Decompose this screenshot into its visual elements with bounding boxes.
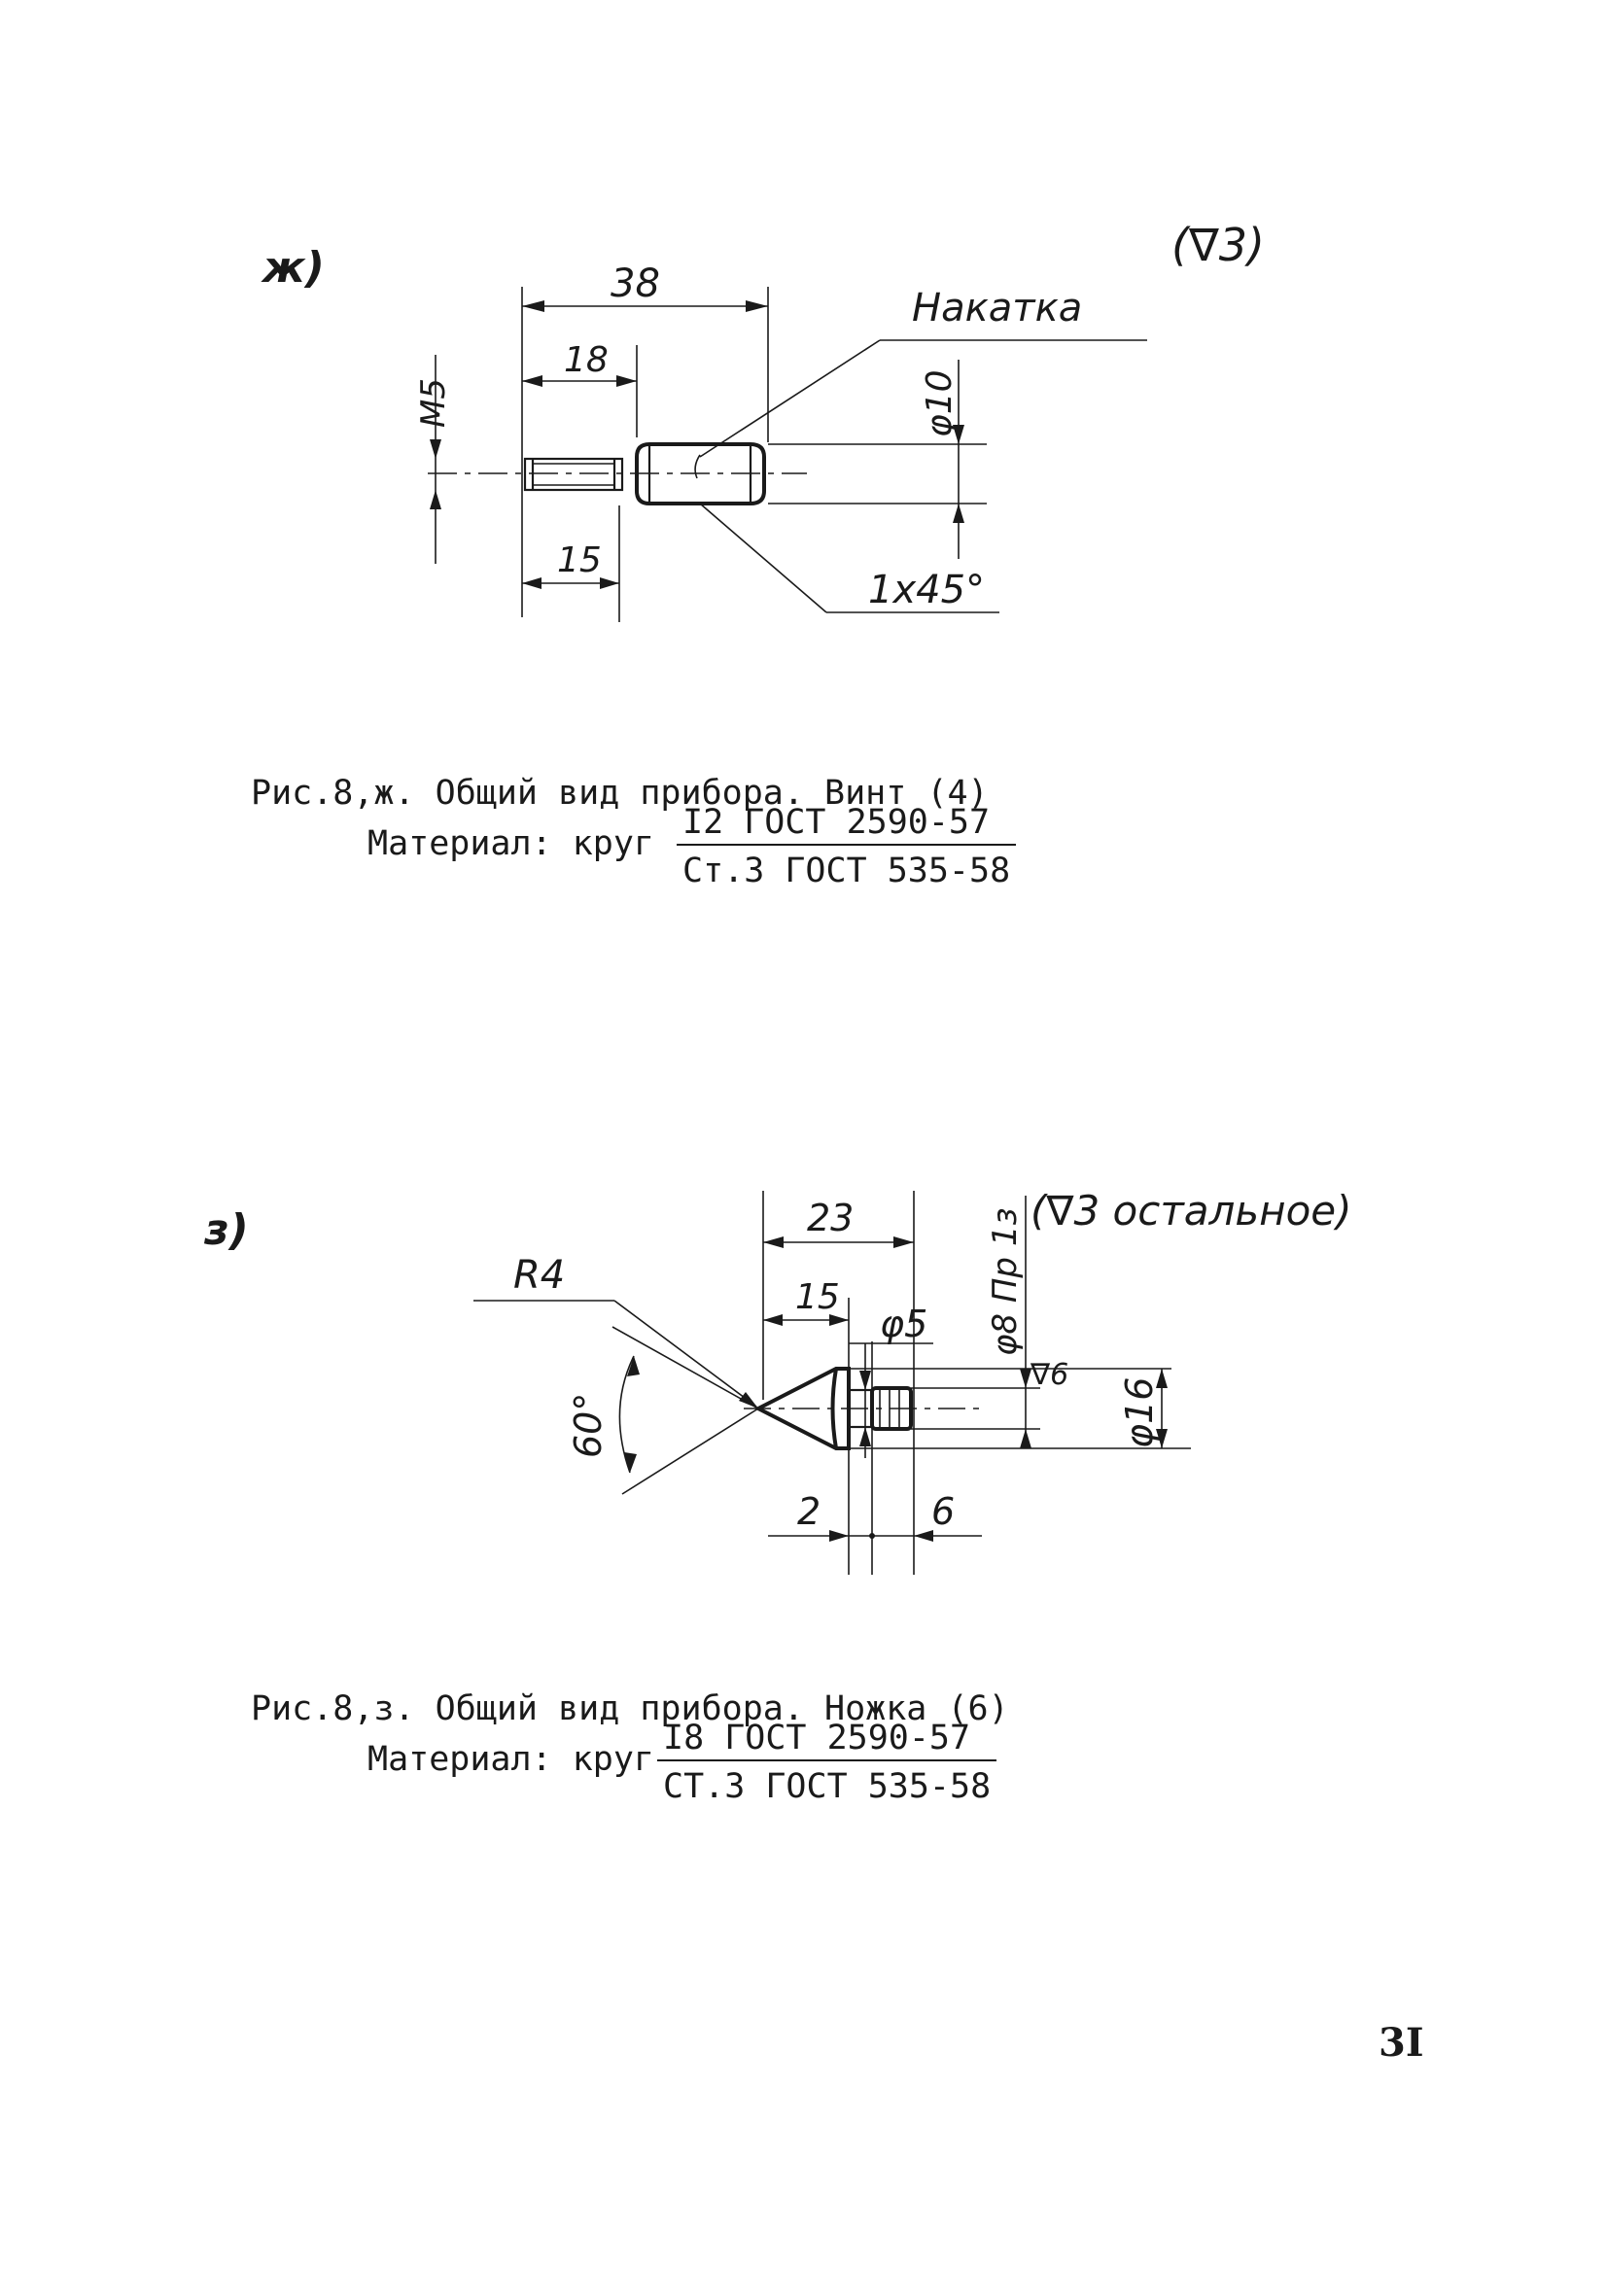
page-number: 3I [1379,2020,1424,2066]
dim-z-length-total: 23 [807,1197,854,1239]
drawing-vint: ж) (∇3) 38 18 15 [261,219,1265,622]
dim-chamfer: 1x45° [868,568,985,612]
dim-z-radius: R4 [513,1253,565,1298]
surface-mark-zh: (∇3) [1171,219,1265,271]
dim-z-length-cone: 15 [795,1277,840,1317]
dim-length-thread-bottom: 15 [557,540,602,580]
material-fraction-zh: I2 ГОСТ 2590-57 Ст.3 ГОСТ 535-58 [677,803,1017,890]
figure-letter-z: з) [203,1205,249,1255]
material-fraction-z: I8 ГОСТ 2590-57 СТ.3 ГОСТ 535-58 [657,1719,997,1806]
dim-length-total: 38 [611,261,660,306]
dim-z-length-6: 6 [931,1490,955,1533]
material-numerator-z: I8 ГОСТ 2590-57 [657,1719,997,1761]
caption-zh: Рис.8,ж. Общий вид прибора. Винт (4) [251,774,989,813]
figure-letter-zh: ж) [261,243,325,293]
caption-z: Рис.8,з. Общий вид прибора. Ножка (6) [251,1689,1009,1728]
dim-z-diameter-small: φ5 [880,1303,927,1345]
surface-mark-z: (∇3 остальное) [1031,1187,1352,1235]
material-label-zh: Материал: круг [367,824,655,863]
dim-length-thread-top: 18 [564,340,609,380]
dim-z-diameter-fit: φ8 Пр 1з [986,1207,1025,1356]
dim-thread: M5 [414,378,453,428]
material-denominator-zh: Ст.3 ГОСТ 535-58 [682,852,1011,890]
material-numerator-zh: I2 ГОСТ 2590-57 [677,803,1017,846]
dim-z-diameter-large: φ16 [1118,1377,1161,1448]
drawing-nozhka: з) (∇3 остальное) 23 15 R4 60° [203,1187,1352,1575]
note-knurling: Накатка [912,286,1082,330]
material-label-z: Материал: круг [367,1740,655,1779]
dim-z-angle: 60° [567,1393,610,1458]
material-denominator-z: СТ.3 ГОСТ 535-58 [663,1767,992,1806]
roughness-z: ∇6 [1030,1358,1068,1392]
dim-diameter: φ10 [920,369,960,437]
dim-z-length-2: 2 [797,1490,821,1533]
